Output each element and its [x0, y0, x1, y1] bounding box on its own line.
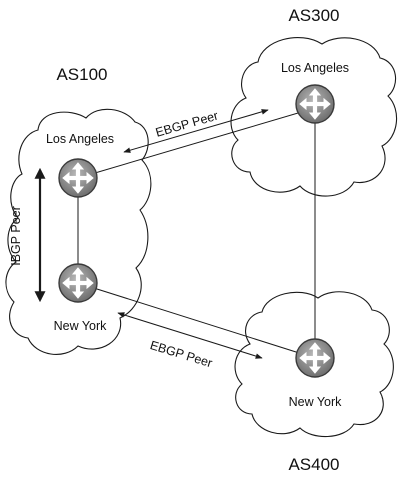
- as300-la-label: Los Angeles: [281, 61, 349, 75]
- ebgp-bottom-arrow: [117, 312, 263, 359]
- as400-label: AS400: [288, 455, 339, 474]
- ebgp-top-arrow: [123, 109, 269, 153]
- router-as300-la-icon: [295, 84, 335, 124]
- as100-ny-label: New York: [54, 319, 108, 333]
- ibgp-label: IBGP Peer: [9, 206, 23, 266]
- ebgp-bottom-label: EBGP Peer: [148, 338, 214, 370]
- router-as400-ny-icon: [295, 338, 335, 378]
- ebgp-top-label: EBGP Peer: [154, 109, 220, 140]
- router-as100-ny-icon: [58, 263, 98, 303]
- as400-ny-label: New York: [289, 395, 343, 409]
- router-as100-la-icon: [58, 158, 98, 198]
- as100-la-label: Los Angeles: [46, 132, 114, 146]
- as100-label: AS100: [56, 65, 107, 84]
- as300-label: AS300: [288, 6, 339, 25]
